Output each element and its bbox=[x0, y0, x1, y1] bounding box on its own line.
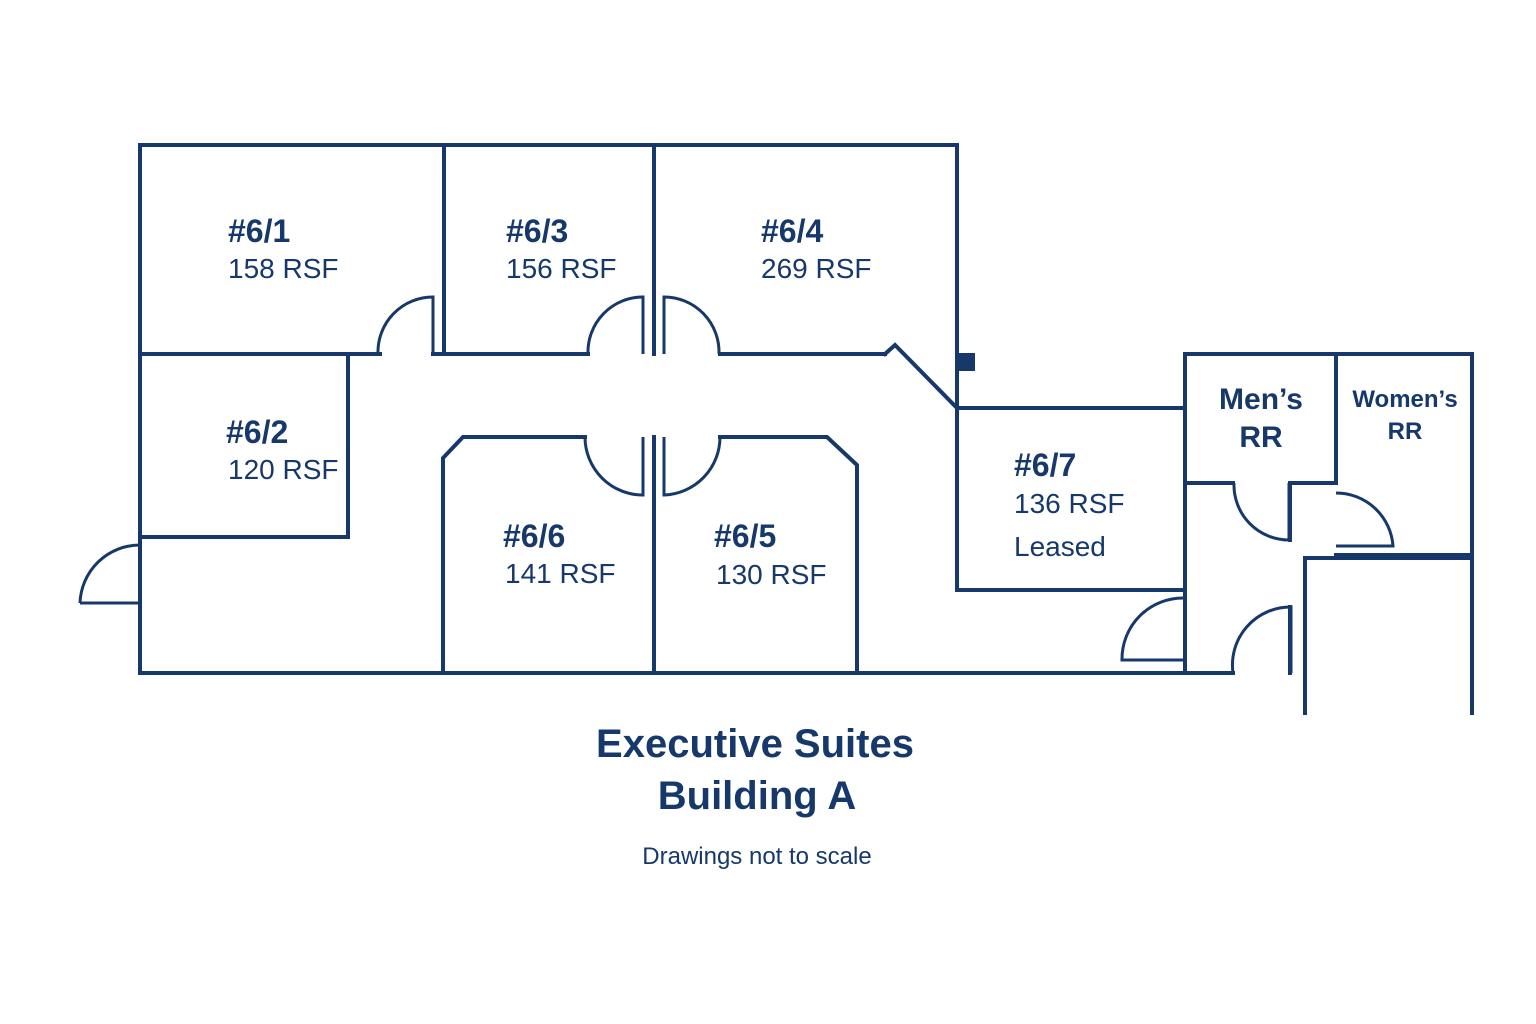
wall-6-2 bbox=[138, 352, 350, 539]
suite-6-4: #6/4 269 RSF bbox=[761, 213, 872, 284]
suite-status: Leased bbox=[1014, 531, 1106, 562]
suite-id: #6/5 bbox=[714, 518, 776, 554]
suite-6-2: #6/2 120 RSF bbox=[226, 414, 339, 485]
wall-6-4-angled bbox=[882, 342, 960, 411]
suite-6-1: #6/1 158 RSF bbox=[228, 213, 339, 284]
title-line-2: Building A bbox=[658, 774, 856, 818]
suite-id: #6/2 bbox=[226, 414, 288, 450]
suite-id: #6/3 bbox=[506, 213, 568, 249]
suite-6-7: #6/7 136 RSF Leased bbox=[1014, 447, 1125, 562]
suite-area: 158 RSF bbox=[228, 253, 339, 284]
mens-rr-label-2: RR bbox=[1239, 421, 1283, 454]
door-6-1 bbox=[376, 295, 435, 355]
womens-rr-label: Women’s bbox=[1352, 386, 1457, 413]
title-line-1: Executive Suites bbox=[596, 722, 914, 766]
suite-6-5: #6/5 130 RSF bbox=[714, 518, 827, 590]
door-6-6 bbox=[583, 436, 645, 497]
doors bbox=[78, 295, 1395, 674]
door-vestibule bbox=[1230, 605, 1293, 674]
suite-area: 130 RSF bbox=[716, 559, 827, 590]
suite-area: 120 RSF bbox=[228, 454, 339, 485]
suite-id: #6/6 bbox=[503, 518, 565, 554]
wall-6-6 bbox=[441, 435, 587, 675]
wall-north bbox=[138, 143, 959, 675]
suite-area: 269 RSF bbox=[761, 253, 872, 284]
door-6-4 bbox=[662, 295, 721, 355]
womens-rr-label-2: RR bbox=[1388, 418, 1423, 445]
suite-6-3: #6/3 156 RSF bbox=[506, 213, 617, 284]
suite-area: 156 RSF bbox=[506, 253, 617, 284]
suite-labels: #6/1 158 RSF #6/2 120 RSF #6/3 156 RSF #… bbox=[226, 213, 1125, 590]
door-womens bbox=[1335, 491, 1395, 548]
mens-rr-label: Men’s bbox=[1219, 383, 1303, 416]
door-west-entry bbox=[78, 543, 142, 605]
door-mens bbox=[1232, 482, 1291, 542]
suite-id: #6/4 bbox=[761, 213, 823, 249]
door-6-7 bbox=[1120, 596, 1184, 662]
suite-6-6: #6/6 141 RSF bbox=[503, 518, 616, 589]
walls bbox=[138, 143, 1474, 715]
door-6-5 bbox=[662, 436, 722, 497]
column bbox=[957, 353, 975, 371]
plan-title: Executive Suites Building A Drawings not… bbox=[596, 722, 914, 870]
wall-restrooms bbox=[1183, 352, 1474, 715]
wall-6-5 bbox=[718, 435, 859, 675]
wall-service bbox=[1303, 556, 1474, 715]
suite-id: #6/7 bbox=[1014, 447, 1076, 483]
door-6-3 bbox=[586, 295, 645, 355]
restroom-labels: Men’s RR Women’s RR bbox=[1219, 383, 1458, 454]
suite-id: #6/1 bbox=[228, 213, 290, 249]
suite-area: 141 RSF bbox=[505, 558, 616, 589]
scale-note: Drawings not to scale bbox=[642, 843, 871, 870]
suite-area: 136 RSF bbox=[1014, 488, 1125, 519]
